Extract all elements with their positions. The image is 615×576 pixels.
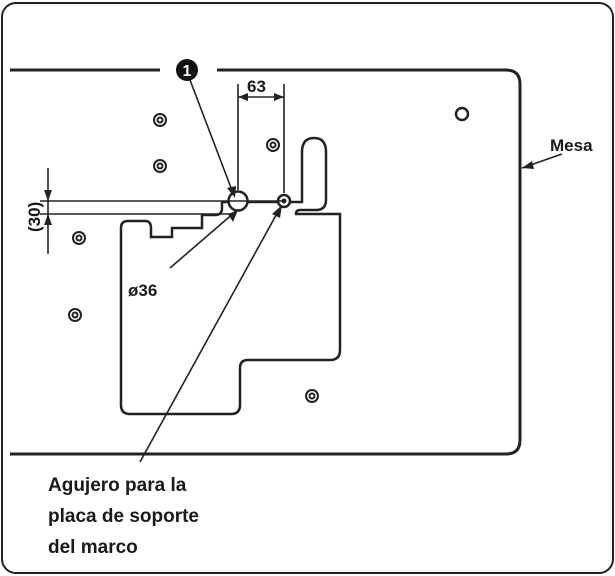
leader-arrows xyxy=(227,161,534,222)
screw xyxy=(305,389,319,403)
screw xyxy=(68,308,82,322)
dimension-vertical-arrows xyxy=(44,190,52,225)
screw xyxy=(72,231,86,245)
hole-label-line-2: placa de soporte xyxy=(48,506,199,527)
dimension-63-label: 63 xyxy=(247,77,266,96)
callout-number: 1 xyxy=(183,63,192,80)
mounting-screws xyxy=(68,113,319,403)
table-label: Mesa xyxy=(550,136,593,155)
table-outline xyxy=(10,68,522,456)
leader-lines xyxy=(139,79,563,463)
dimension-horizontal-arrows xyxy=(238,93,284,101)
screw xyxy=(266,138,280,152)
hole-label-line-3: del marco xyxy=(48,537,138,558)
callout-marker: 1 xyxy=(176,59,198,81)
screw xyxy=(153,113,167,127)
dimension-30-label: (30) xyxy=(25,202,44,232)
screw xyxy=(153,159,167,173)
dimension-vertical xyxy=(40,168,284,254)
hole-label-line-1: Agujero para la xyxy=(48,475,187,496)
bed-cutout xyxy=(119,136,342,416)
table-hole xyxy=(454,106,470,122)
dimension-horizontal xyxy=(237,84,285,193)
diameter-label: ø36 xyxy=(128,281,157,300)
